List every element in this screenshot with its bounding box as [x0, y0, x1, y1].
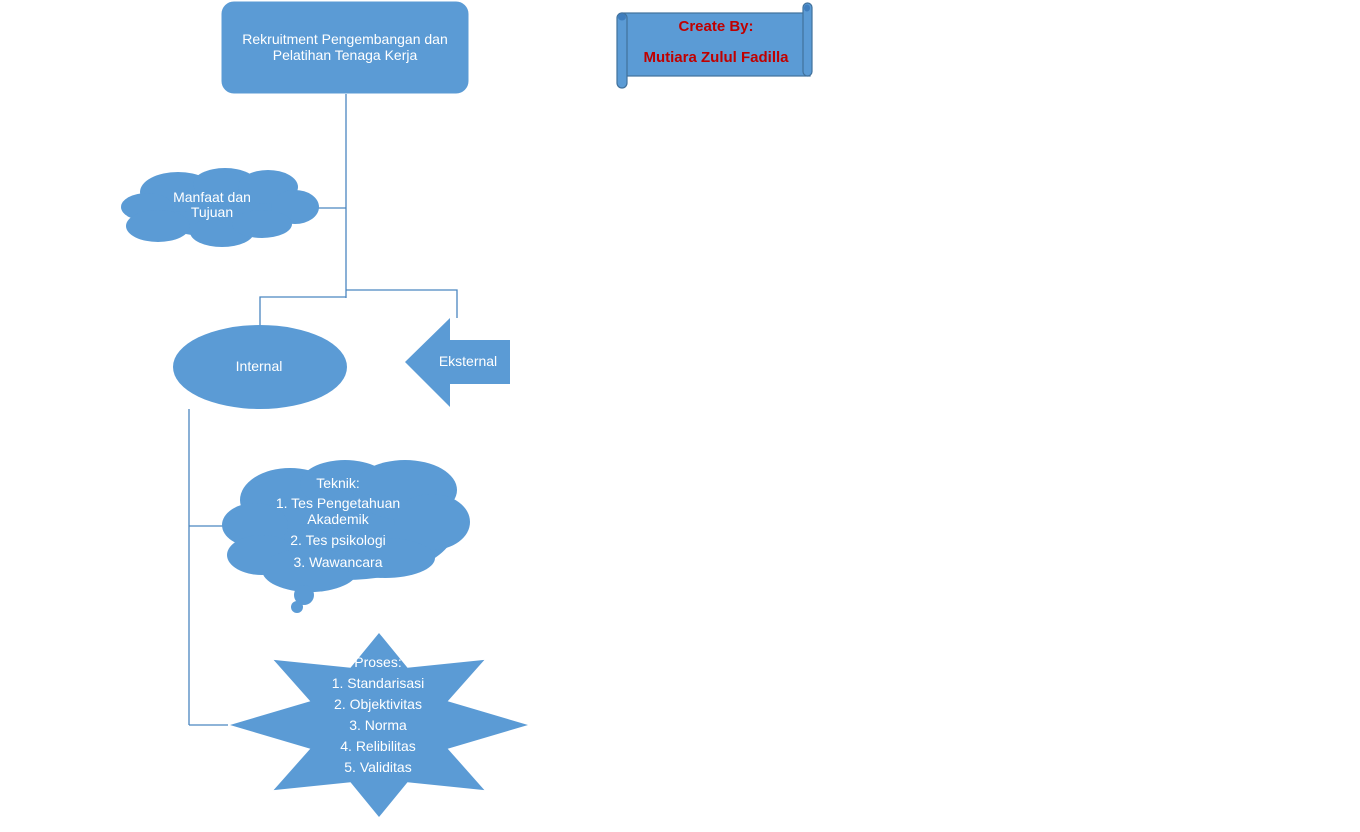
teknik-item-1-cont: Akademik — [307, 511, 369, 527]
proses-heading: Proses: — [354, 654, 402, 670]
banner-left-curl — [618, 13, 626, 21]
proses-item-3: 3. Norma — [349, 717, 407, 733]
teknik-heading: Teknik: — [316, 475, 360, 491]
proses-item-5: 5. Validitas — [344, 759, 412, 775]
connector-to-internal — [259, 296, 346, 325]
proses-star-label: Proses: 1. Standarisasi 2. Objektivitas … — [308, 654, 448, 780]
connector-to-eksternal — [346, 289, 458, 318]
banner-right-roll — [802, 2, 813, 77]
manfaat-cloud-shape — [121, 168, 319, 247]
banner-create-by-label: Create By: — [678, 18, 754, 35]
manfaat-line-1: Manfaat dan — [173, 189, 251, 205]
manfaat-line-2: Tujuan — [190, 204, 234, 220]
thought-bubble-large — [294, 585, 314, 605]
proses-star — [230, 633, 528, 817]
teknik-cloud-shape — [222, 460, 470, 613]
main-topic-line-2: Pelatihan Tenaga Kerja — [272, 47, 418, 63]
proses-item-4: 4. Relibilitas — [340, 738, 416, 754]
connector-lines — [188, 94, 458, 726]
manfaat-cloud-label: Manfaat dan Tujuan — [142, 190, 282, 220]
thought-bubble-small — [291, 601, 303, 613]
teknik-item-1: 1. Tes Pengetahuan — [275, 495, 401, 511]
internal-ellipse — [173, 325, 347, 409]
internal-label: Internal — [235, 358, 283, 374]
banner-left-roll — [616, 12, 628, 89]
eksternal-label: Eksternal — [438, 353, 498, 369]
main-topic-box — [221, 1, 469, 94]
proses-item-1: 1. Standarisasi — [331, 675, 425, 691]
main-topic-line-1: Rekruitment Pengembangan dan — [242, 31, 448, 47]
banner-author-name: Mutiara Zulul Fadilla — [643, 49, 789, 66]
create-by-banner — [616, 2, 813, 89]
banner-body — [621, 12, 811, 77]
teknik-item-2: 2. Tes psikologi — [290, 532, 386, 548]
eksternal-arrow — [405, 318, 510, 407]
teknik-item-3: 3. Wawancara — [293, 554, 383, 570]
proses-item-2: 2. Objektivitas — [334, 696, 422, 712]
main-topic-label: Rekruitment Pengembangan dan Pelatihan T… — [222, 31, 468, 63]
teknik-callout-label: Teknik: 1. Tes Pengetahuan Akademik 2. T… — [258, 475, 418, 570]
banner-right-curl — [804, 4, 810, 12]
